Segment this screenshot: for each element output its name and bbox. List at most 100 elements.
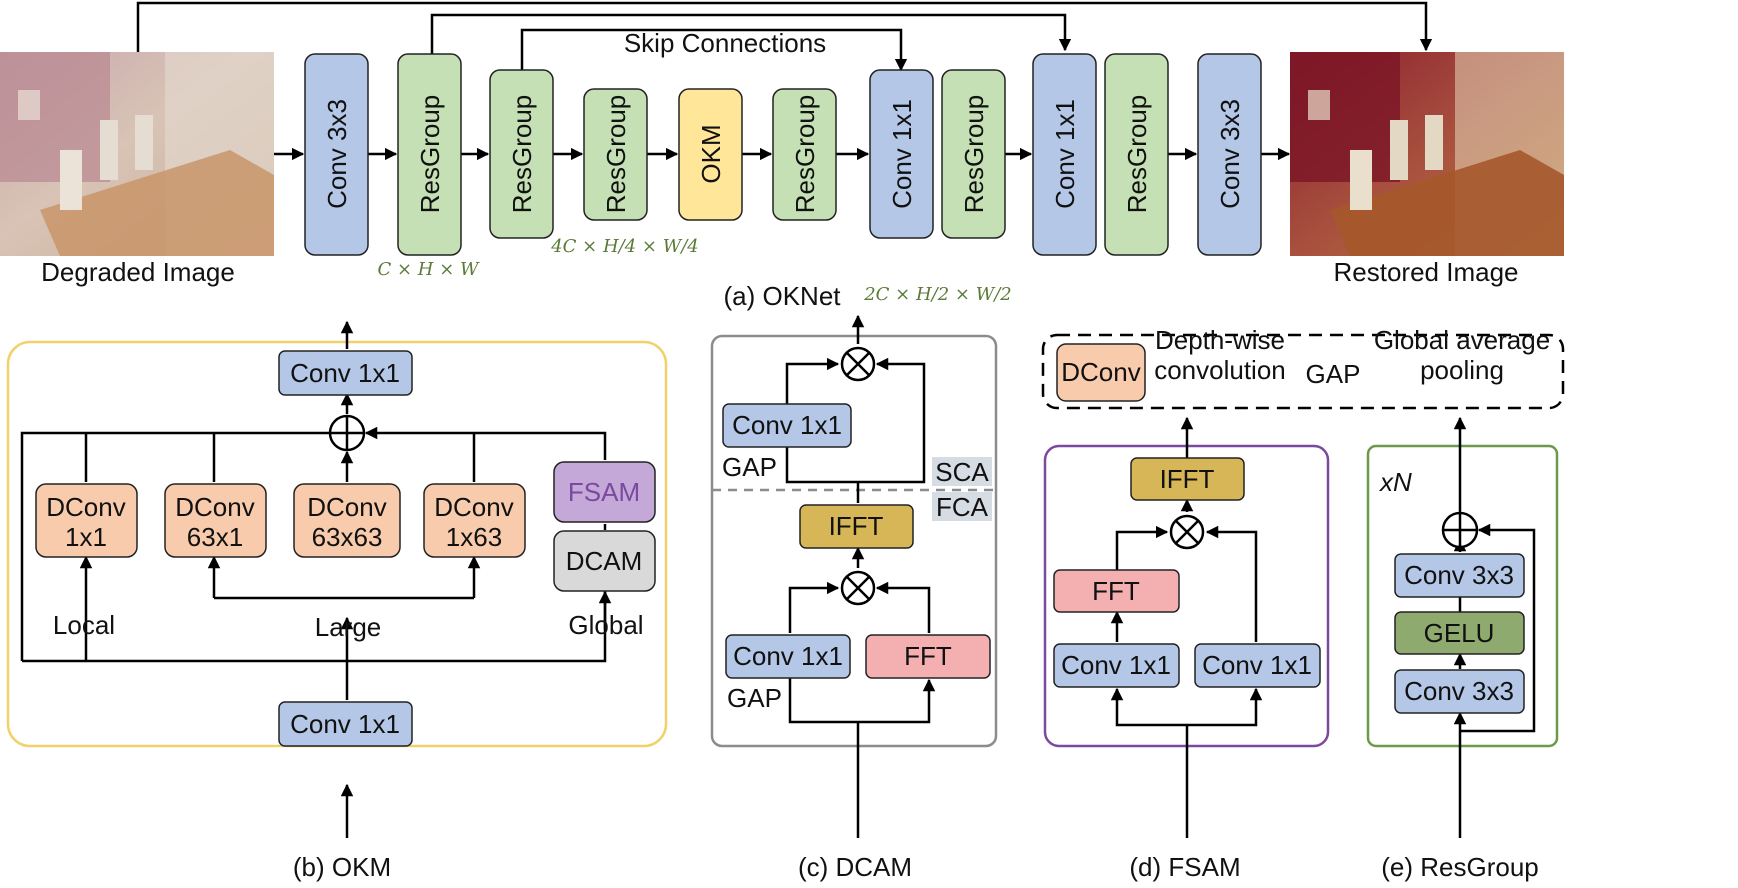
svg-text:Conv 1x1: Conv 1x1 — [1050, 99, 1080, 209]
caption-resgroup: (e) ResGroup — [1381, 852, 1539, 882]
svg-text:Conv 3x3: Conv 3x3 — [1404, 676, 1514, 706]
block-resgroup-2: ResGroup — [489, 69, 554, 239]
svg-text:Conv 1x1: Conv 1x1 — [1202, 650, 1312, 680]
block-conv1x1-1: Conv 1x1 — [869, 69, 934, 239]
degraded-image-label: Degraded Image — [41, 257, 235, 287]
fsam-conv-right: Conv 1x1 — [1194, 643, 1321, 688]
block-okm: OKM — [678, 88, 743, 221]
legend-dconv-swatch — [1056, 343, 1146, 402]
dcam-sca-badge — [932, 457, 992, 486]
svg-text:Conv 1x1: Conv 1x1 — [732, 410, 842, 440]
resgroup-panel: xN Conv 3x3 GELU Conv 3x3 (e) ResGroup — [1366, 416, 1559, 882]
restored-image — [1290, 52, 1564, 256]
svg-text:ResGroup: ResGroup — [959, 95, 989, 214]
okm-conv-bottom: Conv 1x1 — [278, 701, 413, 747]
dcam-fft: FFT — [865, 634, 991, 679]
okm-dcam: DCAM — [553, 530, 656, 592]
dcam-conv-fca: Conv 1x1 — [725, 634, 851, 679]
okm-lines — [20, 320, 612, 838]
dcam-ifft: IFFT — [799, 504, 914, 549]
svg-text:Conv 3x3: Conv 3x3 — [322, 99, 352, 209]
svg-text:IFFT: IFFT — [829, 511, 884, 541]
caption-dcam: (c) DCAM — [798, 852, 912, 882]
caption-oknet: (a) OKNet — [723, 281, 841, 311]
okm-conv-top: Conv 1x1 — [278, 350, 413, 396]
resgroup-conv-bottom: Conv 3x3 — [1394, 669, 1525, 714]
resgroup-repeat-label: xN — [1378, 467, 1412, 497]
svg-text:ResGroup: ResGroup — [415, 95, 445, 214]
okm-local-label: Local — [53, 610, 115, 640]
degraded-image — [0, 52, 274, 256]
svg-text:FFT: FFT — [1092, 576, 1140, 606]
svg-text:Conv 3x3: Conv 3x3 — [1215, 99, 1245, 209]
svg-text:FFT: FFT — [904, 641, 952, 671]
block-resgroup-4: ResGroup — [772, 88, 837, 221]
okm-sum-plus-icon — [330, 416, 364, 450]
legend-dconv-label: DConv — [1061, 357, 1140, 387]
block-resgroup-6: ResGroup — [1104, 53, 1169, 256]
skip-connections-label: Skip Connections — [624, 28, 826, 58]
dcam-mult-x-icon-top — [846, 352, 870, 376]
fsam-lines — [1110, 416, 1263, 838]
resgroup-sum-plus-icon — [1443, 513, 1477, 547]
skip-connections — [136, 1, 1433, 72]
resgroup-gelu: GELU — [1394, 611, 1525, 655]
restored-image-label: Restored Image — [1334, 257, 1519, 287]
fsam-conv-left: Conv 1x1 — [1053, 643, 1180, 688]
fsam-mult-x-icon — [1175, 520, 1199, 544]
dim-quarter: 4C × H/4 × W/4 — [550, 236, 699, 257]
block-resgroup-5: ResGroup — [941, 69, 1006, 239]
svg-text:ResGroup: ResGroup — [507, 95, 537, 214]
dcam-fca-badge — [932, 492, 992, 521]
svg-text:ResGroup: ResGroup — [1122, 95, 1152, 214]
svg-text:Conv 1x1: Conv 1x1 — [290, 709, 400, 739]
svg-text:Conv 1x1: Conv 1x1 — [1061, 650, 1171, 680]
svg-text:Conv 1x1: Conv 1x1 — [733, 641, 843, 671]
svg-text:ResGroup: ResGroup — [790, 95, 820, 214]
okm-fsam: FSAM — [553, 461, 656, 523]
dcam-fca-label: FCA — [936, 492, 989, 522]
svg-text:ResGroup: ResGroup — [601, 95, 631, 214]
fsam-fft: FFT — [1053, 569, 1180, 613]
resgroup-conv-top: Conv 3x3 — [1394, 553, 1525, 598]
svg-text:Conv 1x1: Conv 1x1 — [887, 99, 917, 209]
svg-text:OKM: OKM — [696, 124, 726, 183]
oknet-panel: Degraded Image Restored Image Skip Conne… — [0, 1, 1564, 311]
fsam-panel: IFFT FFT Conv 1x1 Conv 1x1 (d) FSAM — [1043, 416, 1330, 882]
block-conv3x3-out: Conv 3x3 — [1197, 53, 1262, 256]
dcam-mult-x-icon-bottom — [846, 576, 870, 600]
svg-text:Conv 1x1: Conv 1x1 — [290, 358, 400, 388]
svg-text:DCAM: DCAM — [566, 546, 643, 576]
dcam-sca-label: SCA — [935, 457, 989, 487]
okm-large-label: Large — [315, 612, 382, 642]
dcam-gap-fca-label: GAP — [727, 683, 782, 713]
caption-okm: (b) OKM — [293, 852, 391, 882]
block-resgroup-1: ResGroup — [397, 53, 462, 256]
svg-text:IFFT: IFFT — [1160, 464, 1215, 494]
svg-text:FSAM: FSAM — [568, 477, 640, 507]
dcam-panel: Conv 1x1 GAP SCA FCA IFFT Conv 1x1 GAP F… — [710, 314, 998, 882]
svg-text:Conv 3x3: Conv 3x3 — [1404, 560, 1514, 590]
fsam-ifft: IFFT — [1130, 457, 1245, 501]
dcam-gap-sca-label: GAP — [722, 452, 777, 482]
caption-fsam: (d) FSAM — [1129, 852, 1240, 882]
okm-global-label: Global — [568, 610, 643, 640]
block-conv3x3-in: Conv 3x3 — [304, 53, 369, 256]
legend-gap-label: GAP — [1306, 359, 1361, 389]
dim-full: C × H × W — [377, 259, 480, 280]
block-resgroup-3: ResGroup — [583, 88, 648, 221]
svg-text:GELU: GELU — [1424, 618, 1495, 648]
dim-half: 2C × H/2 × W/2 — [863, 284, 1012, 305]
